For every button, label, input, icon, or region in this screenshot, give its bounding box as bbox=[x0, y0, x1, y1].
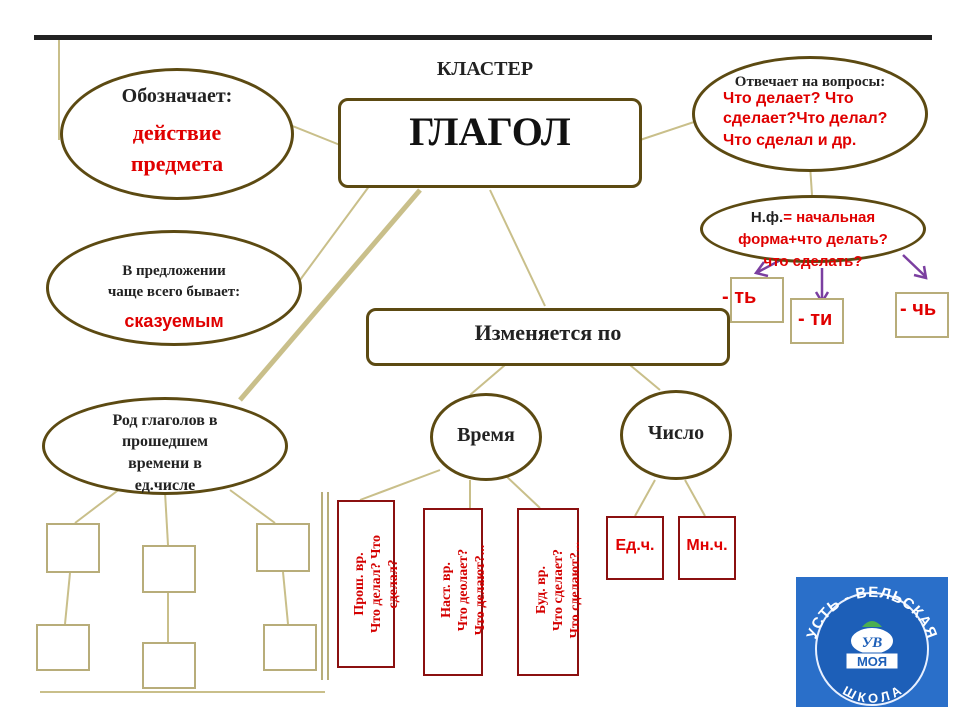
answers-label: Отвечает на вопросы: bbox=[734, 74, 886, 90]
answers-line-2: сделает?Что делал? bbox=[723, 110, 888, 127]
present-line-2: Что деолает? bbox=[456, 548, 471, 632]
number-label: Число bbox=[647, 422, 705, 444]
logo-bottom-text: Ш К О Л А bbox=[840, 683, 904, 706]
left-rule bbox=[58, 40, 60, 140]
logo-moya: МОЯ bbox=[857, 654, 887, 669]
past-line-1: Прош. вр. bbox=[352, 552, 367, 616]
gender-line-1: Род глаголов в bbox=[112, 412, 218, 429]
suffix-box-3 bbox=[895, 292, 949, 338]
gender-box-5 bbox=[142, 642, 196, 689]
past-text: Прош. вр. Что делал? Что сделал? bbox=[351, 504, 401, 664]
time-oval bbox=[430, 393, 542, 481]
past-line-2: Что делал? Что bbox=[369, 534, 384, 634]
present-line-3: Что делают?... bbox=[473, 544, 488, 636]
diagram-title: КЛАСТЕР bbox=[436, 58, 534, 80]
logo-graphic: УСТЬ - ВЕЛЬСКАЯ Ш К О Л А УВ МОЯ bbox=[804, 584, 939, 706]
suffix-2: - ти bbox=[798, 308, 833, 330]
inf-form-line-2: форма+что делать? bbox=[738, 231, 888, 248]
singular-label: Ед.ч. bbox=[615, 537, 655, 554]
present-box bbox=[423, 508, 483, 676]
past-line-3: сделал? bbox=[386, 559, 401, 609]
gender-box-6 bbox=[263, 624, 317, 671]
school-logo: УСТЬ - ВЕЛЬСКАЯ Ш К О Л А УВ МОЯ bbox=[796, 577, 948, 707]
sentence-line-1: В предложении bbox=[122, 263, 226, 279]
gender-box-2 bbox=[142, 545, 196, 593]
answers-oval bbox=[692, 56, 928, 172]
denotes-oval bbox=[60, 68, 294, 200]
inf-form-line-3: что сделать? bbox=[763, 253, 863, 270]
present-line-1: Наст. вр. bbox=[439, 562, 454, 618]
denotes-value-2: предмета bbox=[130, 151, 224, 176]
present-text: Наст. вр. Что деолает? Что делают?... bbox=[438, 510, 488, 670]
top-rule bbox=[34, 35, 932, 40]
svg-text:Ш К О Л А: Ш К О Л А bbox=[840, 683, 904, 706]
time-label: Время bbox=[457, 424, 515, 446]
gender-box-1 bbox=[46, 523, 100, 573]
answers-line-1: Что делает? Что bbox=[723, 90, 854, 107]
denotes-value-1: действие bbox=[132, 120, 222, 145]
changes-box bbox=[366, 308, 730, 366]
inf-form-line-1-rest: = начальная bbox=[783, 209, 876, 226]
inf-form-prefix: Н.ф. bbox=[750, 209, 784, 226]
plural-label: Мн.ч. bbox=[686, 537, 728, 554]
inf-form-line-1: Н.ф.= начальная bbox=[700, 209, 926, 226]
gender-box-4 bbox=[36, 624, 90, 671]
center-label: ГЛАГОЛ bbox=[409, 109, 571, 154]
logo-initials: УВ bbox=[862, 635, 882, 651]
plural-box bbox=[678, 516, 736, 580]
future-line-3: Что сделают?... bbox=[568, 541, 583, 639]
gender-box-3 bbox=[256, 523, 310, 572]
center-box bbox=[338, 98, 642, 188]
past-box bbox=[337, 500, 395, 668]
gender-oval bbox=[42, 397, 288, 495]
gender-line-3: времени в bbox=[128, 455, 202, 472]
singular-box bbox=[606, 516, 664, 580]
future-line-1: Буд. вр. bbox=[534, 566, 549, 614]
suffix-box-2 bbox=[790, 298, 844, 344]
changes-label: Изменяется по bbox=[474, 320, 622, 345]
denotes-label: Обозначает: bbox=[121, 85, 233, 107]
gender-line-4: ед.числе bbox=[134, 477, 196, 494]
suffix-1: - ть bbox=[722, 286, 757, 308]
future-box bbox=[517, 508, 579, 676]
future-text: Буд. вр. Что сделает? Что сделают?... bbox=[533, 510, 583, 670]
answers-line-3: Что сделал и др. bbox=[723, 132, 857, 149]
gender-line-2: прошедшем bbox=[121, 433, 209, 450]
sentence-line-2: чаще всего бывает: bbox=[107, 284, 241, 300]
sentence-oval bbox=[46, 230, 302, 346]
suffix-box-1 bbox=[730, 277, 784, 323]
number-oval bbox=[620, 390, 732, 480]
inf-form-oval bbox=[700, 195, 926, 263]
future-line-2: Что сделает? bbox=[551, 549, 566, 631]
sentence-value: сказуемым bbox=[124, 311, 224, 331]
suffix-3: - чь bbox=[900, 298, 937, 320]
